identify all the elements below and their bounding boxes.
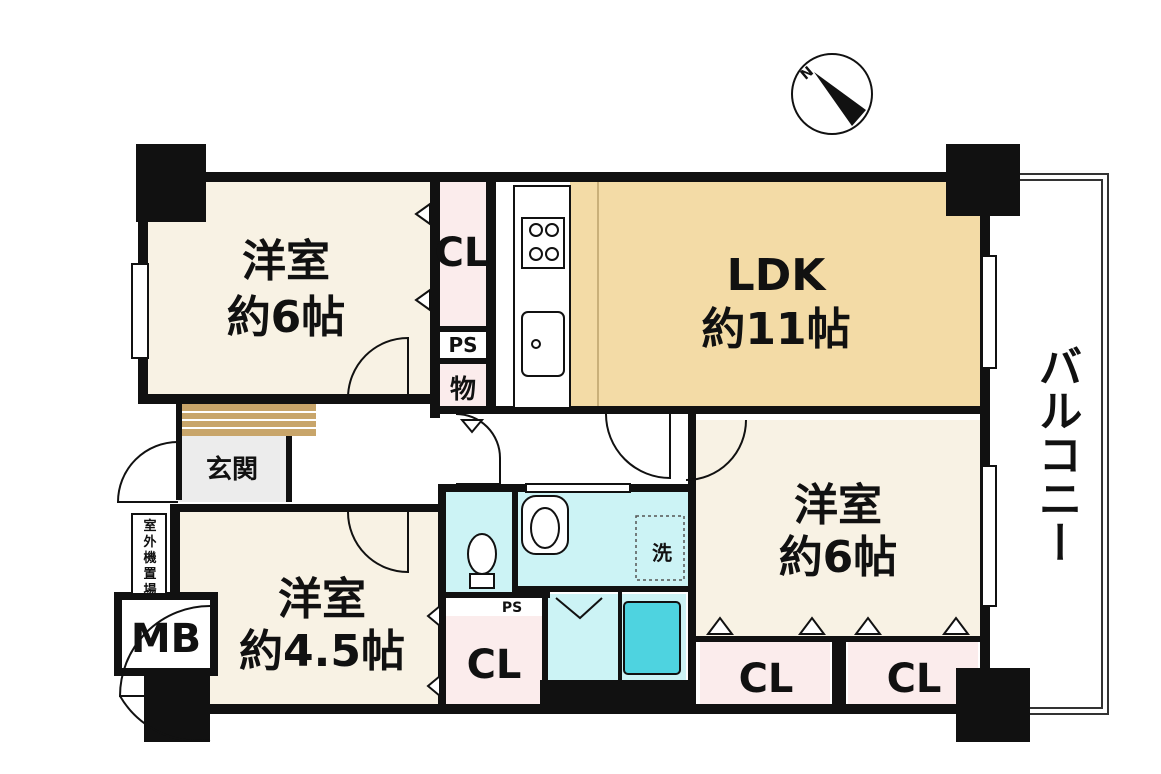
ldk-size: 約11帖 [701,304,850,355]
bathtub-icon [623,601,681,675]
bedroom-sw-size: 約4.5帖 [239,626,405,677]
outdoor-unit-char: 場 [143,582,156,598]
bedroom-se-floor [690,420,982,636]
cl-sw-floor [446,616,542,708]
cl-north-floor [436,180,488,326]
balcony-label: バルコニー [1031,344,1082,564]
washer-pan-icon [635,515,685,581]
bedroom-sw-floor [180,512,442,708]
bedroom-se-name: 洋室 [794,480,882,531]
ldk-floor [570,180,980,410]
floor-fills [145,180,982,708]
cl-s1-floor [700,642,830,708]
compass-needle-icon [814,72,866,126]
outdoor-unit-label: 室 外 機 置 場 [131,513,167,598]
cl-sw-label: CL [467,642,522,688]
windows [131,255,997,607]
bedroom-sw-name: 洋室 [278,574,366,625]
outdoor-unit-char: 外 [142,534,156,550]
bedroom-nw-size: 約6帖 [227,292,346,343]
bedroom-se-size: 約6帖 [779,532,898,583]
cl-s2-label: CL [887,656,942,702]
balcony [1000,173,1109,715]
ldk-name: LDK [727,250,828,301]
ps-upper-label: PS [448,333,477,357]
labels: 洋室 約6帖 LDK 約11帖 洋室 約6帖 洋室 約4.5帖 CL CL CL… [131,230,1082,702]
cl-s1-label: CL [739,656,794,702]
compass: N [791,53,873,135]
sink-icon [521,311,565,377]
bath-fixtures [467,495,685,675]
outdoor-unit-char: 置 [143,567,156,582]
ps-lower-label: PS [502,600,522,616]
stove-icon [521,217,565,269]
washroom-lower-floor [548,594,618,680]
storage-label: 物 [450,375,476,405]
doors [116,336,747,742]
outdoor-unit-char: 室 [143,518,156,534]
entrance-floor [178,436,286,502]
closet-door-marks [414,202,970,699]
toilet-tank-icon [469,573,495,589]
laundry-label: 洗 [652,541,672,565]
meter-box-label: MB [131,616,201,662]
outdoor-unit-char: 機 [143,550,156,566]
toilet-icon [467,533,497,575]
storage-floor [440,364,486,412]
bedroom-nw-name: 洋室 [242,236,330,287]
entrance-label: 玄関 [206,454,258,485]
kitchen-counter [513,182,599,409]
cl-north-label: CL [435,230,490,276]
